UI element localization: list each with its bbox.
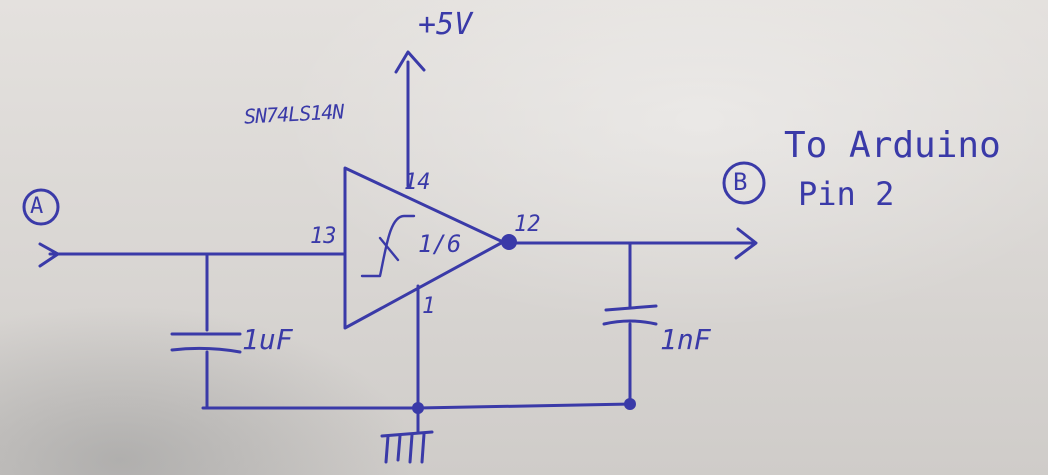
- pin-vcc-label: 14: [404, 170, 431, 195]
- ground-junction: [412, 402, 424, 414]
- supply-label: +5V: [418, 7, 473, 42]
- node-a-circle: [22, 188, 60, 226]
- supply-arrow-icon: [394, 50, 426, 74]
- schmitt-cross: [378, 236, 400, 262]
- pin-input-label: 13: [310, 224, 337, 249]
- ground-symbol: [380, 430, 434, 464]
- output-cap-junction: [624, 398, 636, 410]
- destination-line2: Pin 2: [798, 175, 895, 213]
- output-bubble: [501, 234, 517, 250]
- output-cap-plate-top: [604, 304, 658, 312]
- chip-label: SN74LS14N: [243, 99, 344, 129]
- schmitt-symbol: [360, 214, 416, 278]
- gate-fraction-label: 1/6: [418, 230, 462, 258]
- node-b-label: B: [733, 168, 748, 196]
- destination-line1: To Arduino: [784, 125, 1001, 166]
- node-a-label: A: [30, 194, 44, 219]
- input-cap-plate-bottom: [170, 346, 242, 354]
- pin-gnd-label: 1: [422, 294, 436, 319]
- input-cap-label: 1uF: [242, 323, 293, 356]
- output-arrow-icon: [734, 227, 758, 260]
- output-cap-plate-bottom: [602, 319, 658, 326]
- node-b-circle: [722, 161, 766, 205]
- pin-output-label: 12: [514, 212, 541, 237]
- inverter-gate: [343, 166, 505, 330]
- output-cap-label: 1nF: [660, 323, 711, 356]
